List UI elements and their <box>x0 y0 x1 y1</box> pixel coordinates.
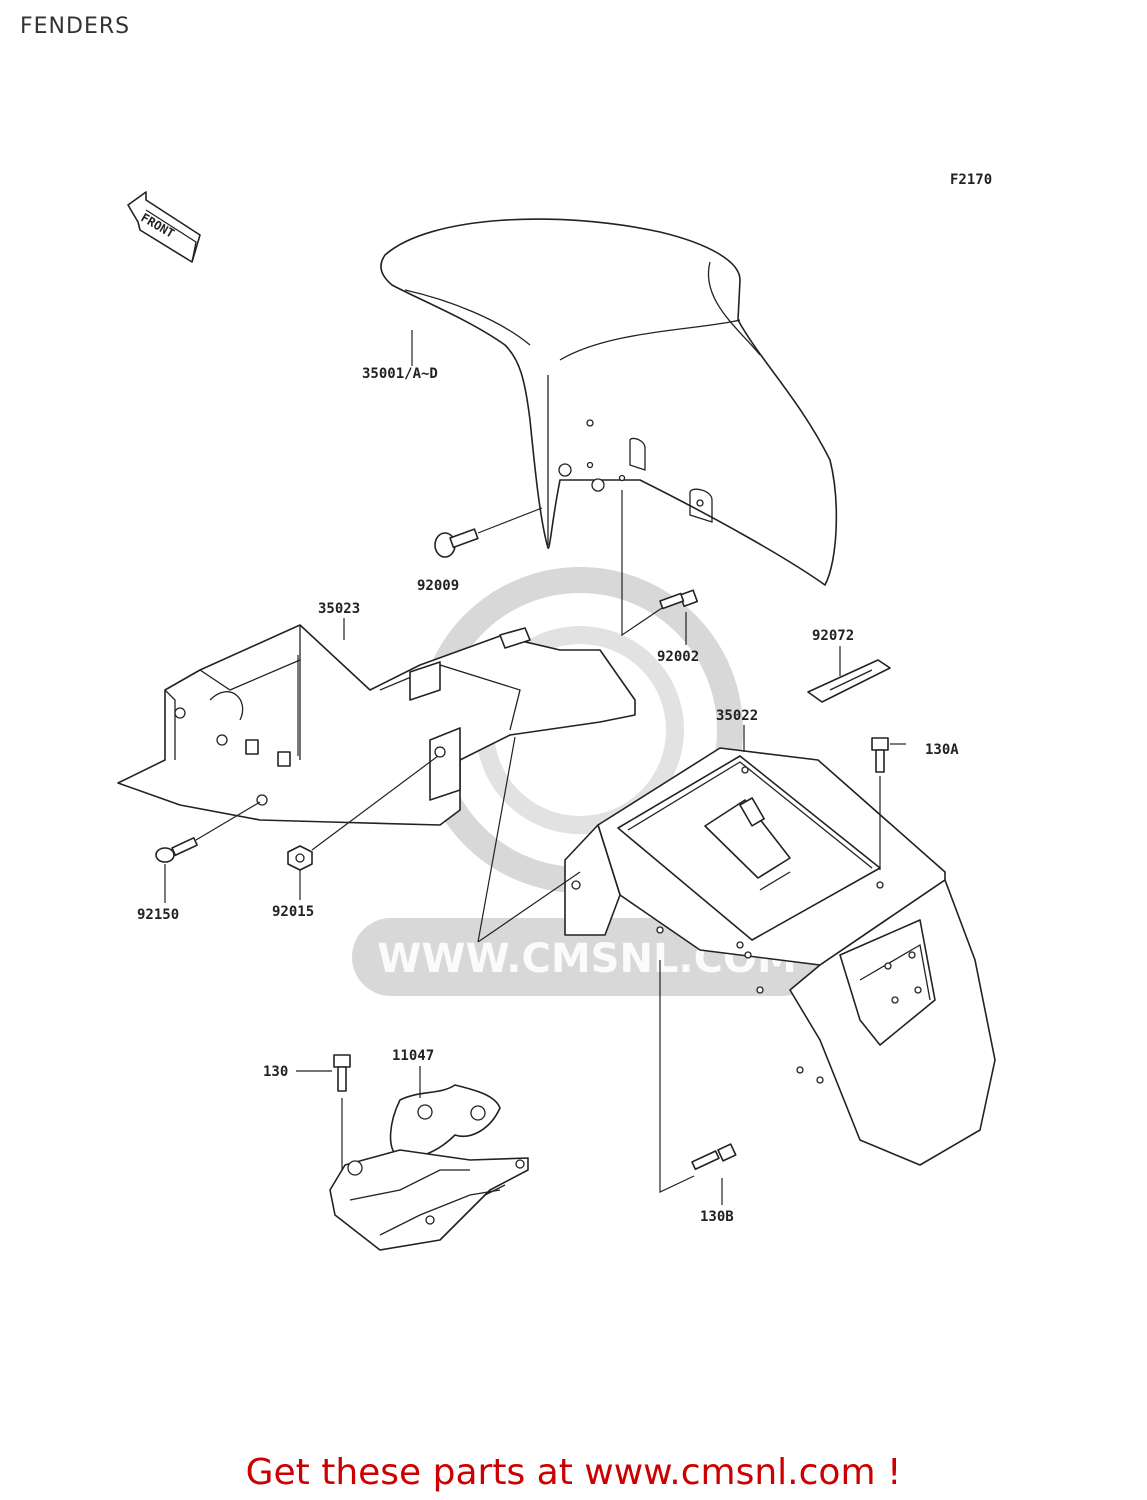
page-title: FENDERS <box>20 14 131 39</box>
label-92072: 92072 <box>812 628 854 644</box>
label-92002: 92002 <box>657 649 699 665</box>
bolt-92150-icon <box>155 801 261 863</box>
parts-diagram: WWW.CMSNL.COM F2170 FRONT <box>117 172 996 1251</box>
label-11047: 11047 <box>392 1048 434 1064</box>
front-arrow-icon: FRONT <box>127 191 201 263</box>
label-35022: 35022 <box>716 708 758 724</box>
label-130a: 130A <box>925 742 959 758</box>
part-labels: 35001/A~D 92009 35023 92002 92072 35022 … <box>137 330 959 1225</box>
bolt-130a-icon <box>871 737 906 870</box>
label-92150: 92150 <box>137 907 179 923</box>
bolt-92009-icon <box>434 507 543 558</box>
rear-fender-35023 <box>117 624 636 826</box>
bolt-130-icon <box>333 1054 351 1185</box>
label-92009: 92009 <box>417 578 459 594</box>
label-35023: 35023 <box>318 601 360 617</box>
front-fender <box>380 218 838 586</box>
label-92015: 92015 <box>272 904 314 920</box>
nut-92015-icon <box>287 755 439 871</box>
bolt-92002-icon <box>621 490 699 637</box>
label-130b: 130B <box>700 1209 734 1225</box>
strap-92072-icon <box>807 659 891 703</box>
promo-link[interactable]: Get these parts at www.cmsnl.com ! <box>245 1452 902 1493</box>
rear-fender-35022 <box>477 736 996 1166</box>
label-130: 130 <box>263 1064 288 1080</box>
label-35001: 35001/A~D <box>362 366 438 382</box>
diagram-code: F2170 <box>950 172 992 188</box>
bolt-130b-icon <box>659 960 737 1193</box>
bracket-11047 <box>329 1084 529 1251</box>
